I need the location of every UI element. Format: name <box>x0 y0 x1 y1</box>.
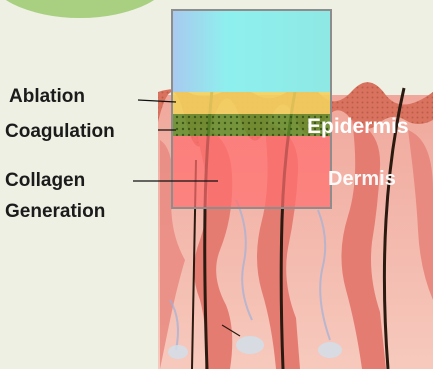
accent-circle <box>0 0 175 18</box>
laser-treatment-column <box>172 10 331 208</box>
dermis-label: Dermis <box>328 168 396 191</box>
ablation-label: Ablation <box>9 85 85 108</box>
ablation-zone <box>172 92 331 114</box>
collagen-generation-label-line2: Generation <box>5 200 105 223</box>
coagulation-label: Coagulation <box>5 120 115 143</box>
laser-beam <box>172 10 331 92</box>
collagen-generation-label-line1: Collagen <box>5 169 85 192</box>
epidermis-label: Epidermis <box>307 115 409 139</box>
collagen-zone <box>172 136 331 208</box>
